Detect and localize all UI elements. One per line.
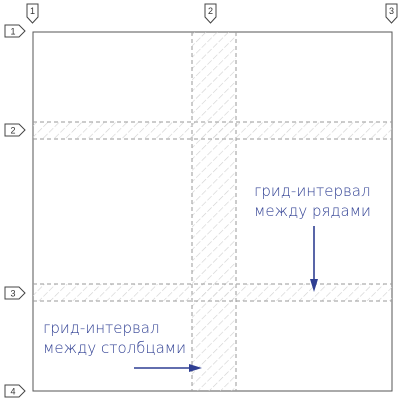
row-marker-4: 4	[4, 384, 26, 398]
column-gap-annotation: грид-интервал между столбцами	[43, 318, 186, 358]
row-marker-2-label: 2	[10, 126, 15, 136]
row-marker-4-label: 4	[10, 387, 15, 397]
column-gap-annotation-line-1: грид-интервал	[43, 319, 160, 337]
row-marker-3: 3	[4, 286, 26, 300]
column-marker-1: 1	[26, 3, 39, 24]
column-marker-1-label: 1	[30, 6, 35, 16]
row-gap-annotation-line-1: грид-интервал	[254, 182, 371, 200]
column-marker-3: 3	[385, 3, 398, 24]
row-marker-2: 2	[4, 123, 26, 137]
column-marker-2: 2	[204, 3, 217, 24]
column-gap-arrow	[134, 364, 202, 372]
row-gap-arrow	[310, 226, 318, 292]
column-marker-2-label: 2	[208, 6, 213, 16]
row-marker-1: 1	[4, 24, 26, 38]
row-marker-1-label: 1	[10, 27, 15, 37]
row-gap-band-2	[33, 284, 392, 301]
column-gap-annotation-line-2: между столбцами	[43, 339, 186, 357]
row-gap-annotation-line-2: между рядами	[254, 202, 371, 220]
row-gap-annotation: грид-интервал между рядами	[254, 181, 371, 221]
column-gap-band	[192, 32, 236, 391]
row-gap-band-1	[33, 122, 392, 139]
column-marker-3-label: 3	[389, 6, 394, 16]
row-marker-3-label: 3	[10, 289, 15, 299]
